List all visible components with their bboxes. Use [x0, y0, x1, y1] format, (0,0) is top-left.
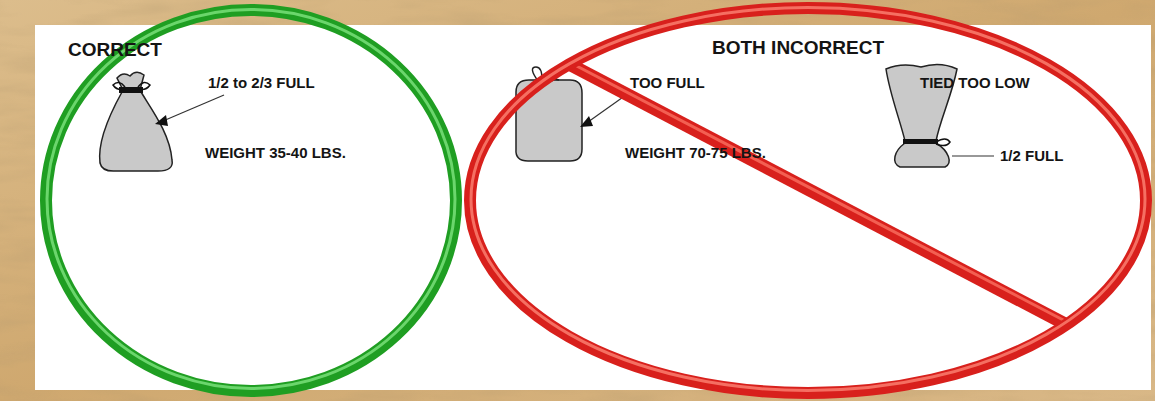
- leader-arrowhead: [580, 116, 593, 127]
- ellipse-highlight: [471, 8, 1145, 391]
- ellipse-ring: [46, 10, 456, 391]
- ellipse-ring: [470, 8, 1146, 393]
- prohibition-slash: [569, 64, 1067, 325]
- correct-ellipse: CORRECT 1/2 to 2/3 FULL WEIGHT 35-40 LBS.: [38, 2, 464, 399]
- tie-knot: [113, 82, 150, 89]
- ellipse-highlight: [47, 10, 455, 389]
- white-panel: [35, 25, 1151, 390]
- leader-line: [952, 155, 994, 156]
- leader-line: [588, 95, 626, 122]
- incorrect-ellipse: BOTH INCORRECT TOO FULL WEIGHT 70-75 LBS. T…: [462, 0, 1154, 401]
- slash-highlight: [569, 62, 1067, 322]
- bag-tie: [903, 139, 938, 144]
- leader-arrowhead: [155, 115, 168, 126]
- fill-level-label: 1/2 FULL: [1000, 148, 1063, 165]
- panel-heading: BOTH INCORRECT: [712, 38, 884, 59]
- fill-level-label: 1/2 to 2/3 FULL: [208, 75, 315, 92]
- leader-line: [163, 95, 224, 121]
- panel-heading: CORRECT: [68, 40, 162, 61]
- fault-label: TOO FULL: [630, 75, 705, 92]
- weight-label: WEIGHT 70-75 LBS.: [625, 145, 766, 162]
- bag-body: [100, 92, 173, 171]
- ellipse-outline: [38, 2, 464, 399]
- bag-lower: [895, 143, 949, 167]
- tie-knot: [936, 139, 950, 146]
- ellipse-outline: [462, 0, 1154, 401]
- weight-label: WEIGHT 35-40 LBS.: [205, 145, 346, 162]
- fault-label: TIED TOO LOW: [920, 75, 1030, 92]
